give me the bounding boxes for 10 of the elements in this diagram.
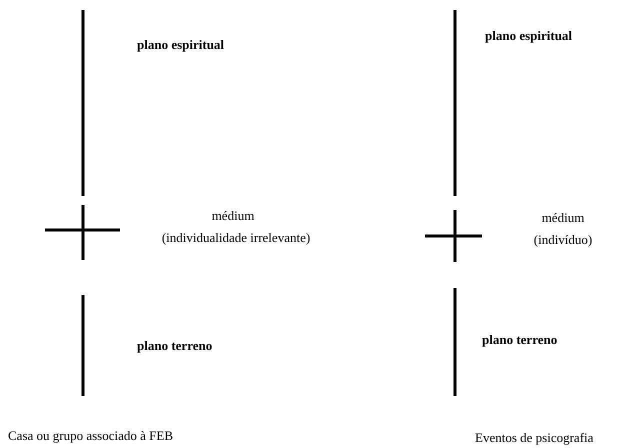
section-heading: plano terreno <box>482 332 558 348</box>
section-heading: plano espiritual <box>485 28 572 44</box>
role-note: (individualidade irrelevante) <box>162 230 310 246</box>
role-note: (indivíduo) <box>534 232 592 248</box>
caption: Casa ou grupo associado à FEB <box>8 428 174 444</box>
section-heading: plano terreno <box>137 338 212 354</box>
section-heading: plano espiritual <box>137 37 224 53</box>
role-label: médium <box>212 208 254 224</box>
caption: Eventos de psicografia <box>475 430 594 446</box>
role-label: médium <box>542 210 584 226</box>
